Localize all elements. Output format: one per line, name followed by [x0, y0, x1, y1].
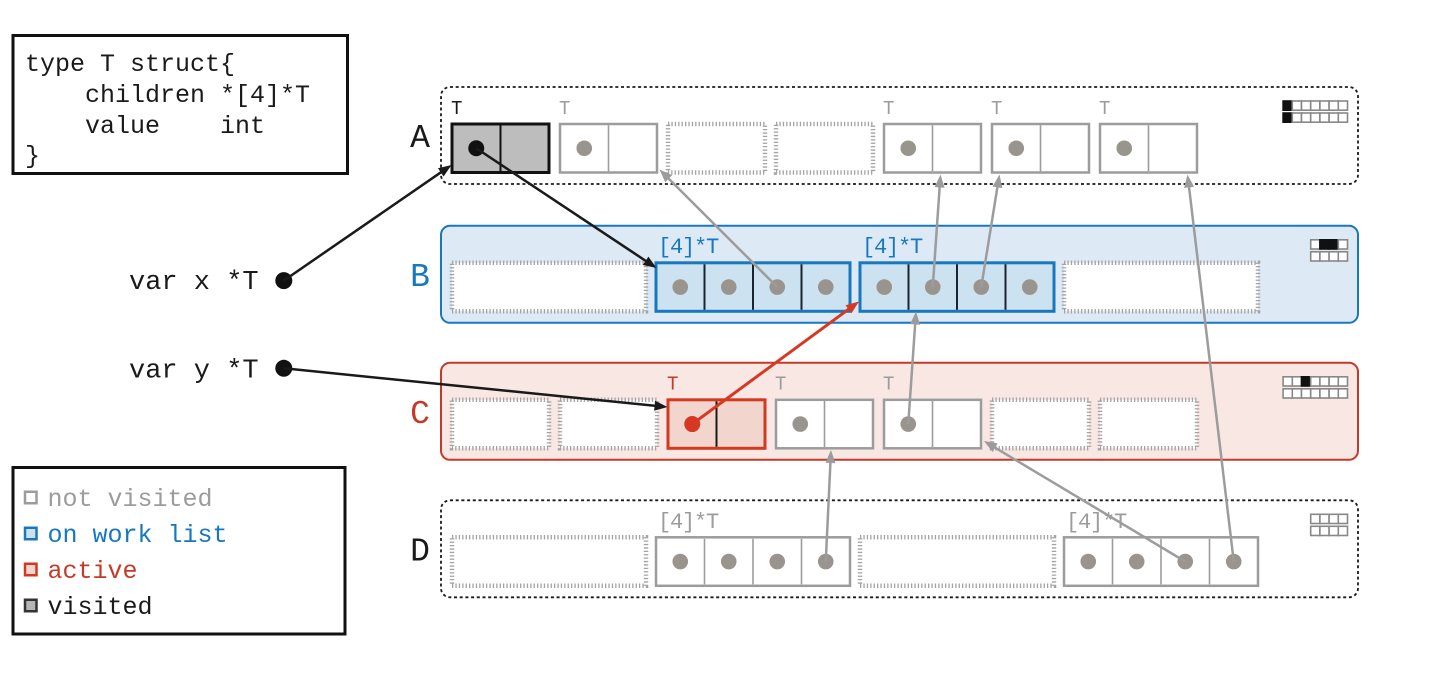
svg-text:T: T	[991, 98, 1002, 120]
svg-text:T: T	[451, 98, 462, 120]
svg-text:T: T	[667, 374, 678, 396]
svg-text:D: D	[410, 533, 430, 570]
svg-text:T: T	[883, 374, 894, 396]
svg-text:type T struct{: type T struct{	[25, 50, 235, 79]
svg-text:not visited: not visited	[48, 485, 213, 514]
svg-text:T: T	[775, 374, 786, 396]
svg-text:var y *T: var y *T	[129, 357, 259, 387]
svg-text:visited: visited	[48, 593, 153, 622]
svg-text:}: }	[25, 142, 40, 171]
svg-text:[4]*T: [4]*T	[658, 510, 719, 535]
svg-text:A: A	[410, 120, 430, 157]
svg-text:active: active	[48, 557, 138, 586]
svg-text:children *[4]*T: children *[4]*T	[25, 81, 310, 110]
svg-text:C: C	[410, 396, 430, 433]
svg-text:var x *T: var x *T	[129, 268, 259, 298]
svg-text:value int: value int	[25, 112, 265, 141]
svg-text:B: B	[410, 259, 430, 296]
svg-text:[4]*T: [4]*T	[862, 235, 923, 260]
svg-text:[4]*T: [4]*T	[658, 235, 719, 260]
svg-text:T: T	[883, 98, 894, 120]
svg-text:T: T	[1099, 98, 1110, 120]
svg-text:T: T	[559, 98, 570, 120]
svg-text:on work list: on work list	[48, 521, 228, 550]
